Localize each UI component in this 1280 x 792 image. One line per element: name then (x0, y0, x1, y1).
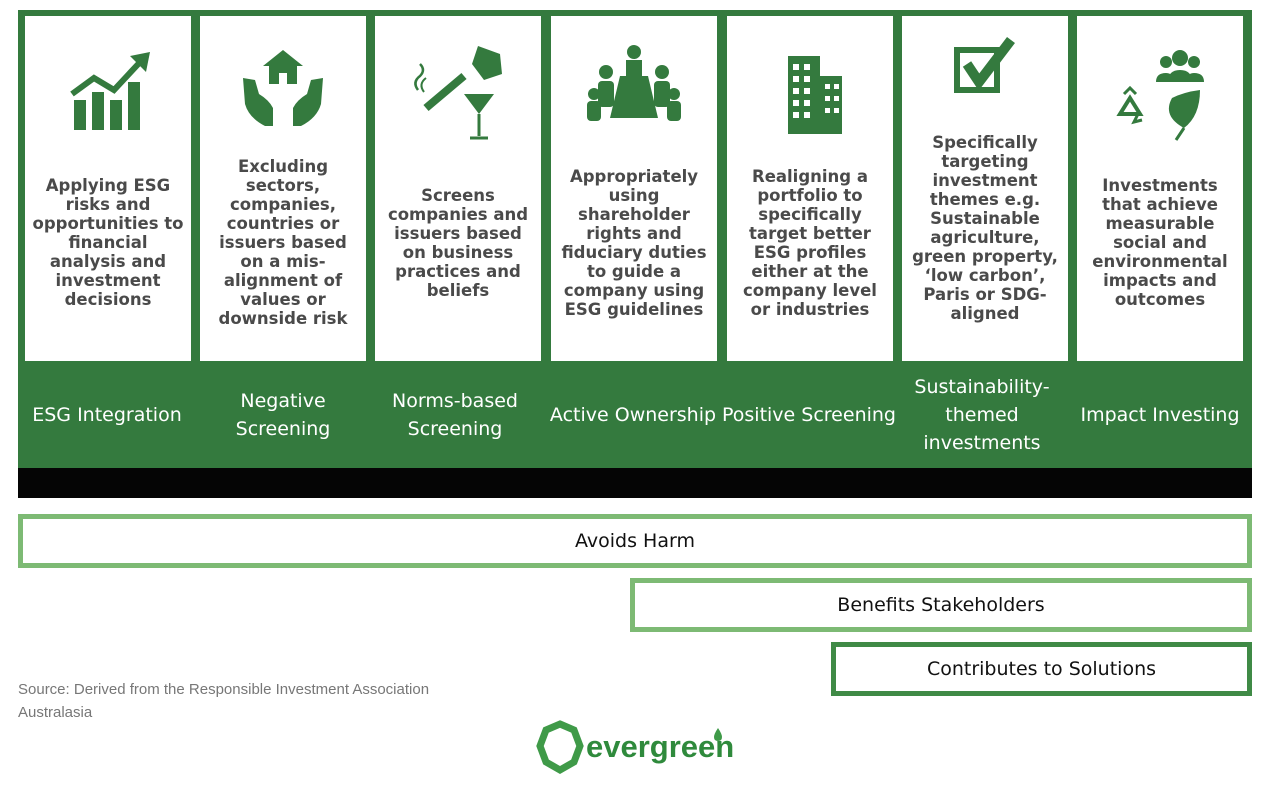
hands-house-icon (200, 42, 366, 142)
black-band (18, 468, 1252, 498)
strategy-label-negative-screening: Negative Screening (235, 390, 331, 440)
strategy-card-sustainability-themed: Specifically targeting investment themes… (902, 16, 1068, 361)
strategy-card-active-ownership: Appropriately using shareholder rights a… (551, 16, 717, 361)
source-note: Source: Derived from the Responsible Inv… (18, 681, 430, 721)
strategy-label-impact-investing: Impact Investing (1080, 404, 1240, 426)
logo-text: evergreen (586, 729, 734, 764)
strategy-card-negative-screening: Excluding sectors, companies, countries … (200, 16, 366, 361)
strategy-label-active-ownership: Active Ownership (549, 404, 717, 426)
contributes-to-solutions-label: Contributes to Solutions (926, 658, 1157, 680)
strategy-description: Excluding sectors, companies, countries … (218, 157, 348, 328)
contributes-to-solutions-bar: Contributes to Solutions (831, 642, 1252, 696)
strategy-description: Appropriately using shareholder rights a… (561, 166, 707, 319)
strategy-description: Investments that achieve measurable soci… (1092, 176, 1228, 309)
boardroom-meeting-icon (551, 42, 717, 142)
strategy-card-impact-investing: Investments that achieve measurable soci… (1077, 16, 1243, 361)
benefits-stakeholders-bar: Benefits Stakeholders (630, 578, 1252, 632)
smoking-drinking-gambling-icon (375, 42, 541, 142)
strategy-description: Applying ESG risks and opportunities to … (32, 176, 184, 309)
benefits-stakeholders-label: Benefits Stakeholders (837, 594, 1045, 616)
office-buildings-icon (727, 42, 893, 142)
strategy-label-sustainability-themed: Sustainability-themed investments (914, 376, 1050, 454)
checkbox-checked-icon (902, 34, 1068, 134)
avoids-harm-bar: Avoids Harm (18, 514, 1252, 568)
strategy-description: Specifically targeting investment themes… (912, 132, 1058, 323)
strategy-description: Screens companies and issuers based on b… (387, 185, 529, 300)
avoids-harm-label: Avoids Harm (575, 530, 695, 552)
strategy-description: Realigning a portfolio to specifically t… (743, 166, 877, 319)
growth-chart-icon (25, 42, 191, 142)
people-recycle-leaf-icon (1077, 42, 1243, 142)
evergreen-logo: evergreen (536, 720, 736, 776)
strategy-label-esg-integration: ESG Integration (32, 404, 182, 426)
strategy-card-norms-based-screening: Screens companies and issuers based on b… (375, 16, 541, 361)
strategy-card-esg-integration: Applying ESG risks and opportunities to … (25, 16, 191, 361)
strategy-label-norms-based-screening: Norms-based Screening (392, 390, 518, 440)
strategy-card-positive-screening: Realigning a portfolio to specifically t… (727, 16, 893, 361)
strategy-label-positive-screening: Positive Screening (722, 404, 896, 426)
